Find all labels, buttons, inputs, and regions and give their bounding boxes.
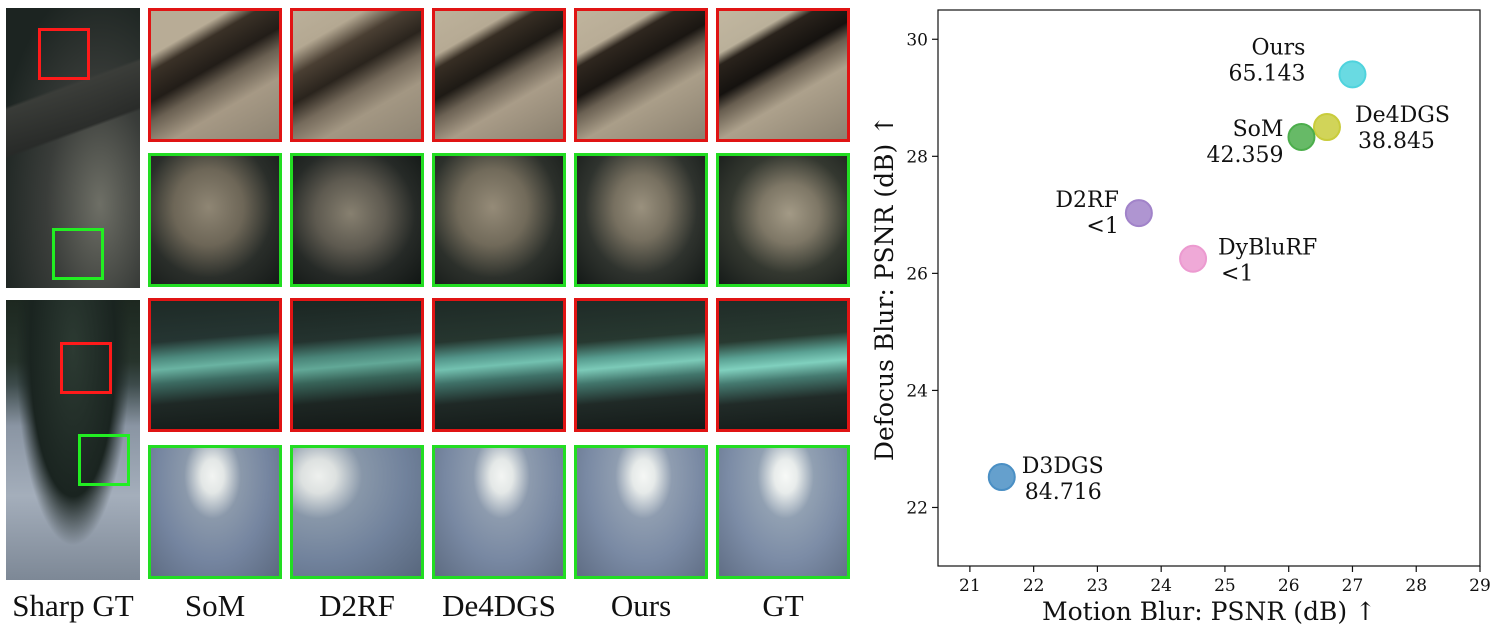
point-label-name: DyBluRF	[1218, 236, 1317, 261]
point-label-name: SoM	[1233, 117, 1284, 142]
data-point-d2rf	[1124, 199, 1153, 228]
x-tick-label: 21	[959, 576, 981, 596]
crop-s2-green-de4dgs	[432, 445, 566, 579]
point-label-name: Ours	[1251, 35, 1305, 60]
column-label-de4dgs: De4DGS	[442, 588, 556, 623]
point-label-value: 38.845	[1358, 129, 1435, 154]
point-label-value: 65.143	[1228, 61, 1305, 86]
crop-s2-red-de4dgs	[432, 298, 566, 432]
crop-s2-red-som	[148, 298, 282, 432]
crop-s1-red-som	[148, 8, 282, 142]
scene2-green-box	[78, 434, 130, 486]
crop-s1-green-som	[148, 153, 282, 287]
crop-s1-green-gt	[716, 153, 850, 287]
column-label-gt: GT	[762, 588, 804, 623]
point-label-value: 42.359	[1206, 143, 1283, 168]
scatter-chart-svg: 21 22 23 24 25 26 27 28 29 22 24 26 28 30 Ours65.143…	[870, 9, 1491, 626]
scene2-red-box	[60, 342, 112, 394]
crop-s2-red-d2rf	[290, 298, 424, 432]
point-label-name: D2RF	[1055, 188, 1118, 213]
column-label-d2rf: D2RF	[319, 588, 395, 623]
x-tick-label: 23	[1087, 576, 1109, 596]
y-tick-label: 24	[906, 381, 928, 401]
scene1-green-box	[52, 228, 104, 280]
crop-s1-red-de4dgs	[432, 8, 566, 142]
crop-s1-red-d2rf	[290, 8, 424, 142]
column-label-som: SoM	[184, 588, 246, 623]
scene1-red-box	[38, 28, 90, 80]
x-tick-label: 29	[1469, 576, 1491, 596]
scene1-sharp-gt-image	[6, 8, 140, 288]
x-tick-label: 26	[1278, 576, 1300, 596]
crop-s2-red-ours	[574, 298, 708, 432]
x-axis-label: Motion Blur: PSNR (dB) ↑	[1042, 597, 1376, 626]
qualitative-comparison-grid: Sharp GT SoM D2RF De4DGS Ours GT	[6, 8, 850, 623]
x-tick-label: 28	[1405, 576, 1427, 596]
y-tick-label: 30	[906, 30, 928, 50]
point-label-name: D3DGS	[1022, 454, 1104, 479]
crop-s1-green-ours	[574, 153, 708, 287]
crop-s2-green-ours	[574, 445, 708, 579]
data-point-som	[1287, 123, 1316, 152]
data-points: Ours65.143De4DGS38.845SoM42.359D2RF<1DyB…	[987, 35, 1450, 505]
x-axis-ticks: 21 22 23 24 25 26 27 28 29	[959, 566, 1491, 596]
crop-s2-green-som	[148, 445, 282, 579]
y-tick-label: 28	[906, 147, 928, 167]
crop-s2-red-gt	[716, 298, 850, 432]
y-axis-ticks: 22 24 26 28 30	[906, 30, 938, 518]
x-tick-label: 25	[1214, 576, 1236, 596]
point-label-name: De4DGS	[1355, 103, 1450, 128]
y-tick-label: 26	[906, 264, 928, 284]
crop-s1-red-gt	[716, 8, 850, 142]
plot-frame	[937, 9, 1481, 567]
crop-s1-green-de4dgs	[432, 153, 566, 287]
point-label-value: 84.716	[1025, 480, 1102, 505]
crop-s1-green-d2rf	[290, 153, 424, 287]
x-tick-label: 22	[1023, 576, 1045, 596]
y-tick-label: 22	[906, 498, 928, 518]
data-point-dyblurf	[1179, 244, 1208, 273]
column-label-sharp-gt: Sharp GT	[12, 588, 134, 623]
y-axis-label: Defocus Blur: PSNR (dB) ↑	[870, 115, 899, 461]
crop-s1-red-ours	[574, 8, 708, 142]
scene2-sharp-gt-image	[6, 300, 140, 580]
point-label-value: <1	[1221, 262, 1253, 287]
data-point-ours	[1338, 60, 1367, 89]
crop-s2-green-gt	[716, 445, 850, 579]
column-label-ours: Ours	[610, 588, 672, 623]
data-point-d3dgs	[987, 463, 1016, 492]
x-tick-label: 24	[1150, 576, 1172, 596]
data-point-de4dgs	[1312, 113, 1341, 142]
point-label-value: <1	[1086, 214, 1118, 239]
crop-s2-green-d2rf	[290, 445, 424, 579]
x-tick-label: 27	[1342, 576, 1364, 596]
